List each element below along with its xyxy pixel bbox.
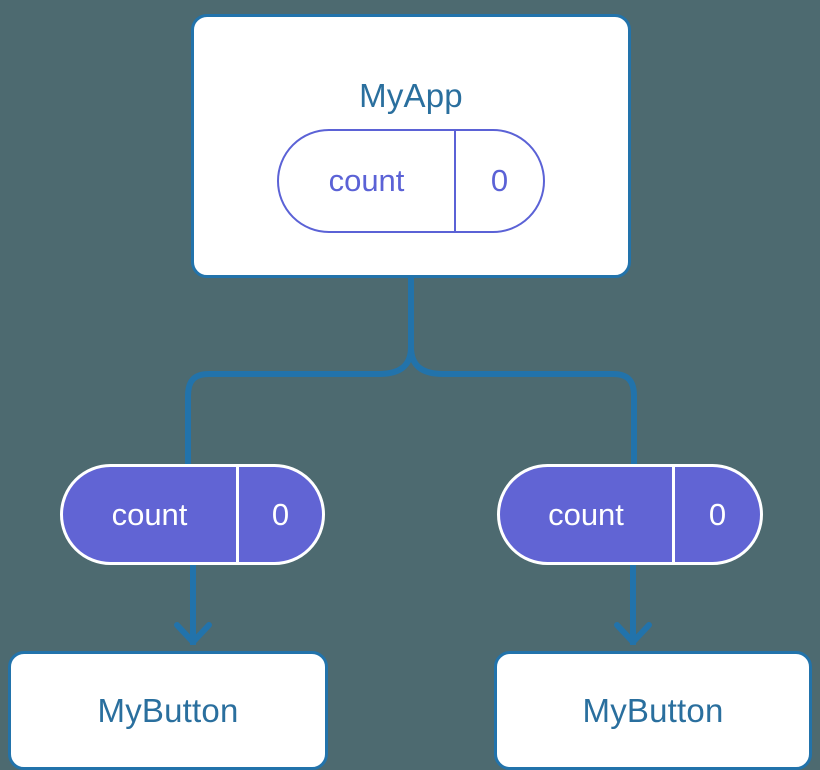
connector-branch-left <box>185 344 414 467</box>
props-pill-value: 0 <box>672 467 760 562</box>
component-label-mybutton-right: MyButton <box>582 692 724 729</box>
props-pill-count-right[interactable]: count 0 <box>497 464 763 565</box>
connector-branch-right <box>408 344 637 467</box>
props-pill-key: count <box>548 496 624 532</box>
component-label-mybutton-left: MyButton <box>97 692 239 729</box>
component-node-mybutton-left[interactable]: MyButton <box>8 651 328 770</box>
arrow-head-left-icon <box>174 622 212 645</box>
state-pill-count-root[interactable]: count 0 <box>277 129 545 233</box>
props-pill-count-left[interactable]: count 0 <box>60 464 325 565</box>
state-pill-key: count <box>328 163 405 198</box>
component-node-mybutton-right[interactable]: MyButton <box>494 651 812 770</box>
props-pill-value: 0 <box>236 467 322 562</box>
props-pill-key: count <box>111 496 188 532</box>
state-pill-value: 0 <box>454 131 543 231</box>
component-label-myapp: MyApp <box>359 77 463 114</box>
arrow-head-right-icon <box>614 622 652 645</box>
